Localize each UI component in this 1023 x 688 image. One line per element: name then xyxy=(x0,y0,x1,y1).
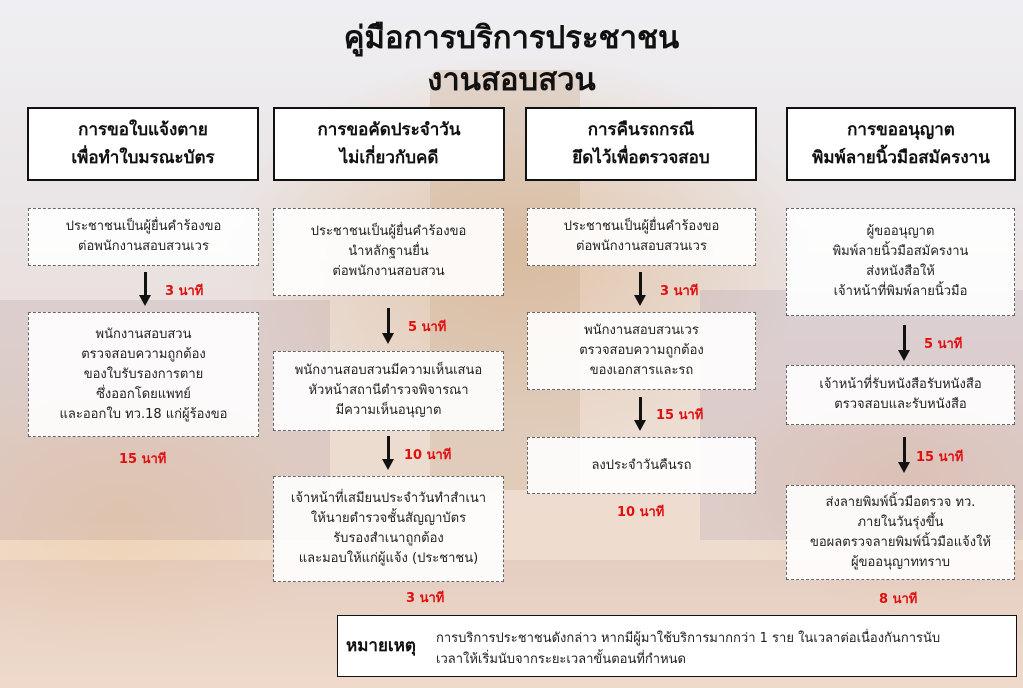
step-text: ซึ่งออกโดยแพทย์ xyxy=(96,386,191,402)
step-box: พนักงานสอบสวนมีความเห็นเสนอ หัวหน้าสถานี… xyxy=(273,351,504,431)
step-text: ของเอกสารและรถ xyxy=(589,363,694,378)
step-text: และออกใบ ทว.18 แก่ผู้ร้องขอ xyxy=(59,406,228,422)
duration-label: 3 นาที xyxy=(406,591,445,606)
step-text: พนักงานสอบสวนมีความเห็นเสนอ xyxy=(294,363,483,378)
step-text: ประชาชนเป็นผู้ยื่นคำร้องขอ xyxy=(563,219,720,234)
step-text: พิมพ์ลายนิ้วมือสมัครงาน xyxy=(832,244,969,259)
down-arrow-icon xyxy=(898,437,910,473)
duration-label: 5 นาที xyxy=(924,337,963,352)
duration-label: 15 นาที xyxy=(656,408,704,423)
step-text: ลงประจำวันคืนรถ xyxy=(591,457,692,473)
step-text: หัวหน้าสถานีตำรวจพิจารณา xyxy=(308,383,469,398)
header-line: เพื่อทำใบมรณะบัตร xyxy=(71,148,215,168)
step-box: ประชาชนเป็นผู้ยื่นคำร้องขอ นำหลักฐานยื่น… xyxy=(273,208,504,296)
column-header-daily-record: การขอคัดประจำวัน ไม่เกี่ยวกับคดี xyxy=(273,107,505,181)
duration-label: 15 นาที xyxy=(119,452,167,467)
step-text: และมอบให้แก่ผู้แจ้ง (ประชาชน) xyxy=(298,551,479,566)
step-text: ต่อพนักงานสอบสวน xyxy=(332,264,445,279)
step-box: ลงประจำวันคืนรถ xyxy=(527,437,756,494)
step-text: พนักงานสอบสวนเวร xyxy=(584,323,699,338)
step-box: เจ้าหน้าที่รับหนังสือรับหนังสือ ตรวจสอบแ… xyxy=(786,365,1015,425)
remark-box: หมายเหตุ การบริการประชาชนดังกล่าว หากมีผ… xyxy=(337,615,1017,677)
column-header-death-certificate: การขอใบแจ้งตาย เพื่อทำใบมรณะบัตร xyxy=(27,107,259,181)
step-box: ประชาชนเป็นผู้ยื่นคำร้องขอ ต่อพนักงานสอบ… xyxy=(527,208,756,266)
step-box: ประชาชนเป็นผู้ยื่นคำร้องขอ ต่อพนักงานสอบ… xyxy=(28,208,259,266)
step-text: ประชาชนเป็นผู้ยื่นคำร้องขอ xyxy=(65,219,222,234)
down-arrow-icon xyxy=(382,436,394,470)
step-text: ตรวจสอบความถูกต้อง xyxy=(579,343,704,358)
step-text: ของใบรับรองการตาย xyxy=(83,366,204,382)
step-text: ตรวจสอบและรับหนังสือ xyxy=(834,397,967,412)
step-text: พนักงานสอบสวน xyxy=(95,326,192,342)
step-text: ตรวจสอบความถูกต้อง xyxy=(81,346,206,362)
step-text: ส่งลายพิมพ์นิ้วมือตรวจ ทว. xyxy=(825,494,976,510)
down-arrow-icon xyxy=(139,272,151,306)
remark-text: การบริการประชาชนดังกล่าว หากมีผู้มาใช้บร… xyxy=(436,631,941,646)
header-line: การขอใบแจ้งตาย xyxy=(78,120,208,140)
remark-text: เวลาให้เริ่มนับจากระยะเวลาขั้นตอนที่กำหน… xyxy=(436,652,686,667)
duration-label: 5 นาที xyxy=(408,320,447,335)
step-text: มีความเห็นอนุญาต xyxy=(335,403,442,418)
duration-label: 10 นาที xyxy=(404,448,452,463)
step-text: ประชาชนเป็นผู้ยื่นคำร้องขอ xyxy=(310,224,467,239)
page-title: คู่มือการบริการประชาชน xyxy=(343,20,680,56)
remark-label: หมายเหตุ xyxy=(346,636,416,656)
step-box: เจ้าหน้าที่เสมียนประจำวันทำสำเนา ให้นายต… xyxy=(273,476,504,582)
down-arrow-icon xyxy=(634,397,646,431)
step-text: ส่งหนังสือให้ xyxy=(866,264,935,279)
step-text: ให้นายตำรวจชั้นสัญญาบัตร xyxy=(310,511,467,526)
header-line: การขอคัดประจำวัน xyxy=(317,120,461,140)
step-box: ผู้ขออนุญาต พิมพ์ลายนิ้วมือสมัครงาน ส่งห… xyxy=(786,208,1015,316)
step-box: พนักงานสอบสวนเวร ตรวจสอบความถูกต้อง ของเ… xyxy=(527,312,756,390)
step-text: นำหลักฐานยื่น xyxy=(348,244,429,259)
down-arrow-icon xyxy=(382,308,394,344)
header-line: พิมพ์ลายนิ้วมือสมัครงาน xyxy=(812,148,990,168)
step-text: ต่อพนักงานสอบสวนเวร xyxy=(78,239,209,254)
header-line: ไม่เกี่ยวกับคดี xyxy=(339,148,439,168)
step-text: ต่อพนักงานสอบสวนเวร xyxy=(576,239,707,254)
column-header-fingerprint: การขออนุญาต พิมพ์ลายนิ้วมือสมัครงาน xyxy=(786,107,1016,181)
header-line: การคืนรถกรณี xyxy=(587,120,695,140)
down-arrow-icon xyxy=(634,272,646,306)
header-line: การขออนุญาต xyxy=(847,120,955,140)
step-text: เจ้าหน้าที่พิมพ์ลายนิ้วมือ xyxy=(833,284,968,299)
step-box: ส่งลายพิมพ์นิ้วมือตรวจ ทว. ภายในวันรุ่งข… xyxy=(786,485,1015,580)
duration-label: 10 นาที xyxy=(617,505,665,520)
step-text: ผู้ขออนุญาต xyxy=(866,224,935,239)
step-text: เจ้าหน้าที่เสมียนประจำวันทำสำเนา xyxy=(290,491,487,506)
step-text: ขอผลตรวจลายพิมพ์นิ้วมือแจ้งให้ xyxy=(809,534,992,550)
step-text: ภายในวันรุ่งขึ้น xyxy=(857,514,944,530)
header-line: ยึดไว้เพื่อตรวจสอบ xyxy=(572,148,710,168)
duration-label: 15 นาที xyxy=(916,450,964,465)
step-text: เจ้าหน้าที่รับหนังสือรับหนังสือ xyxy=(819,377,982,392)
duration-label: 3 นาที xyxy=(165,284,204,299)
duration-label: 3 นาที xyxy=(660,284,699,299)
step-text: ผู้ขออนุญาททราบ xyxy=(850,554,951,570)
page-subtitle: งานสอบสวน xyxy=(427,62,596,98)
step-box: พนักงานสอบสวน ตรวจสอบความถูกต้อง ของใบรั… xyxy=(28,312,259,437)
duration-label: 8 นาที xyxy=(879,592,918,607)
step-text: รับรองสำเนาถูกต้อง xyxy=(333,531,444,546)
column-header-vehicle-return: การคืนรถกรณี ยึดไว้เพื่อตรวจสอบ xyxy=(525,107,757,181)
down-arrow-icon xyxy=(898,325,910,361)
